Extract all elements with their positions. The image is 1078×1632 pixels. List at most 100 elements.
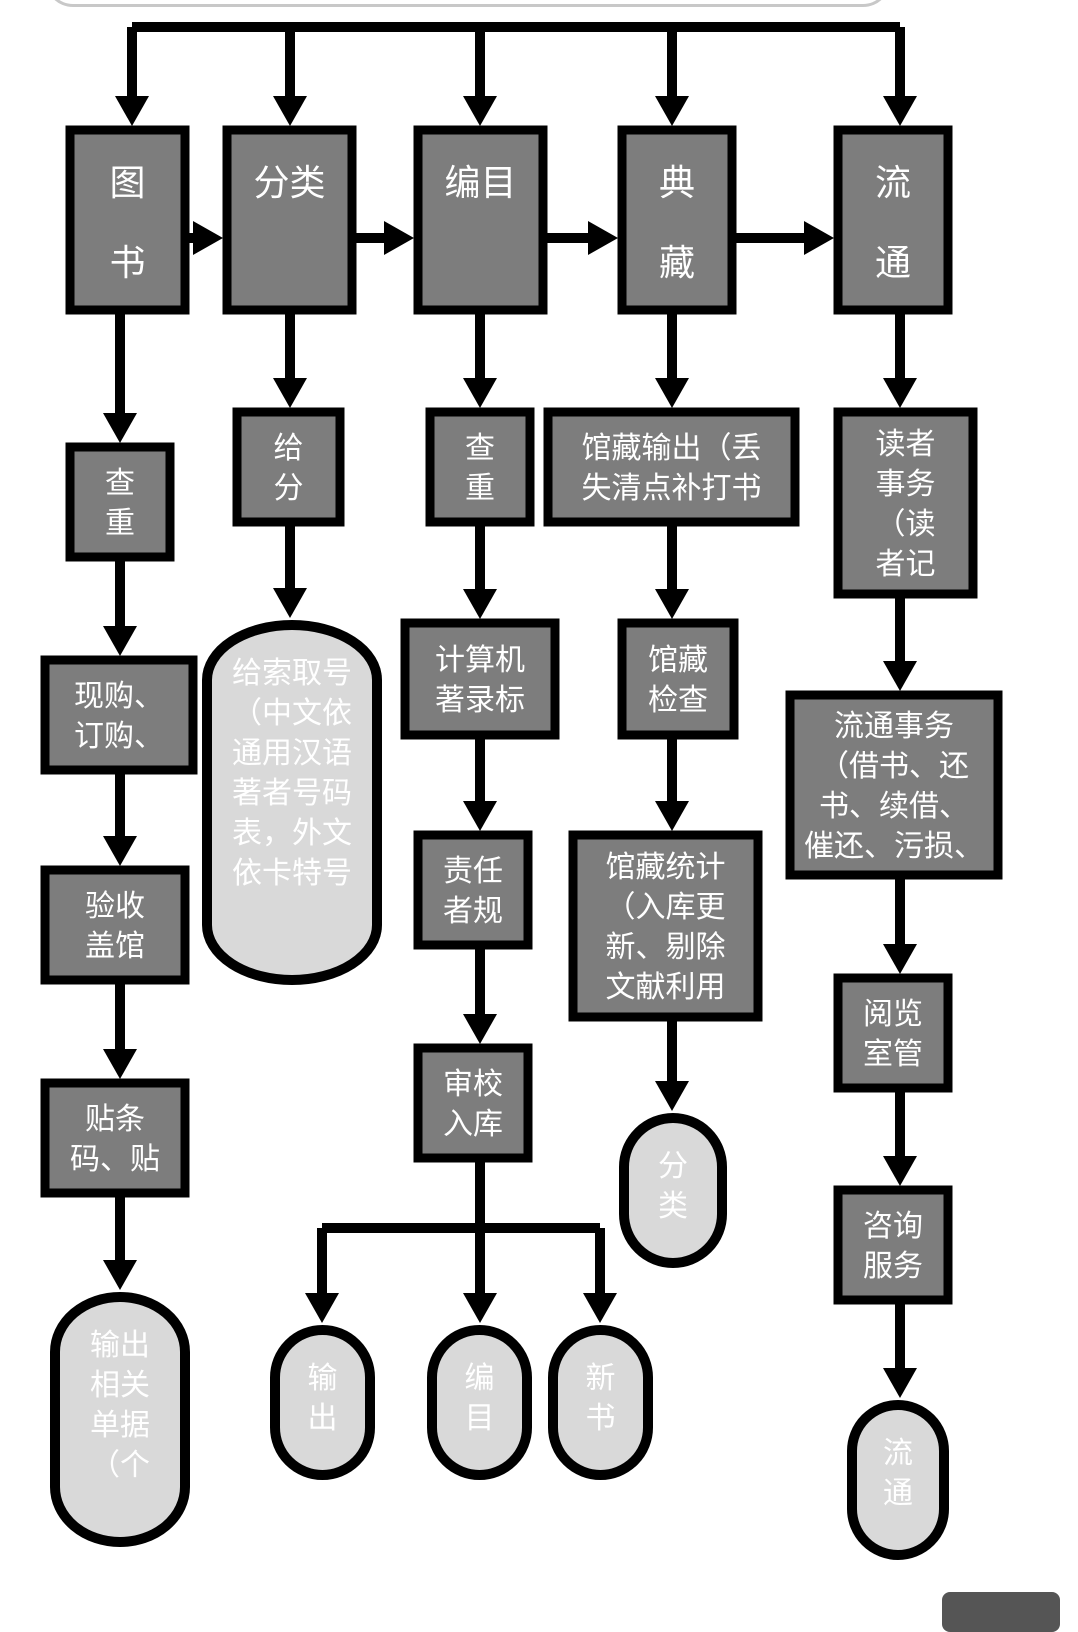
node-pill	[619, 1113, 727, 1268]
arrow-head	[463, 589, 497, 619]
node-label-line: 者规	[443, 894, 503, 929]
node-label-line: 书、续借、	[819, 789, 969, 824]
node-label-line: 编目	[444, 163, 516, 204]
node-box	[413, 1043, 533, 1163]
flow-node-t5: 流通	[833, 125, 953, 315]
node-label-line: 类	[658, 1189, 688, 1224]
node-label-line: 贴条	[85, 1102, 145, 1137]
flow-node-c1d: 贴条码、贴	[40, 1078, 190, 1198]
node-pill	[548, 1325, 653, 1480]
node-label-line: 编	[465, 1361, 495, 1396]
flow-node-t1: 图书	[65, 125, 190, 315]
node-box	[40, 655, 198, 775]
node-label-line: 新、剔除	[606, 930, 726, 965]
node-label-line: 目	[465, 1401, 495, 1436]
node-label-line: 流	[883, 1436, 913, 1471]
arrow-head	[883, 378, 917, 408]
flow-node-c3e: 输出	[270, 1325, 375, 1480]
node-label-line: 表，外文	[232, 816, 352, 851]
arrow-head	[193, 221, 223, 255]
arrow-head	[463, 1293, 497, 1323]
arrow-head	[583, 1293, 617, 1323]
flow-node-t4: 典藏	[617, 125, 737, 315]
arrow-head	[883, 96, 917, 126]
node-label-line: 书	[586, 1401, 616, 1436]
node-pill	[270, 1325, 375, 1480]
node-label-line: 文献利用	[606, 970, 726, 1005]
node-label-line: 者记	[876, 547, 936, 582]
node-label-line: 检查	[648, 683, 708, 718]
node-box	[40, 865, 190, 985]
node-box	[222, 125, 357, 315]
flow-node-t3: 编目	[413, 125, 548, 315]
node-label-line: 书	[109, 243, 145, 284]
arrow-head	[804, 221, 834, 255]
node-label-line: （中文依	[232, 696, 352, 731]
node-box	[413, 125, 548, 315]
flow-node-c5b: 流通事务（借书、还书、续借、催还、污损、	[785, 690, 1003, 880]
node-box	[400, 618, 560, 740]
node-label-line: 输出	[90, 1328, 150, 1363]
node-box	[40, 1078, 190, 1198]
flow-node-c4d: 分类	[619, 1113, 727, 1268]
arrow-head	[463, 1014, 497, 1044]
arrow-head	[883, 1156, 917, 1186]
node-box	[65, 442, 175, 562]
arrow-head	[305, 1293, 339, 1323]
node-label-line: 输	[308, 1361, 338, 1396]
node-label-line: 通	[883, 1476, 913, 1511]
flow-node-c3g: 新书	[548, 1325, 653, 1480]
node-box	[413, 830, 533, 950]
arrow-head	[463, 378, 497, 408]
arrow-head	[103, 626, 137, 656]
node-label-line: 重	[105, 506, 135, 541]
node-box	[617, 618, 739, 740]
flow-node-c3f: 编目	[427, 1325, 532, 1480]
node-label-line: 咨询	[863, 1209, 923, 1244]
node-label-line: 出	[308, 1401, 338, 1436]
flow-node-c1b: 现购、订购、	[40, 655, 198, 775]
node-label-line: 失清点补打书	[582, 471, 762, 506]
node-label-line: 重	[465, 471, 495, 506]
node-label-line: 室管	[863, 1037, 923, 1072]
node-box	[543, 407, 800, 527]
node-label-line: 单据	[90, 1408, 150, 1443]
node-label-line: （读	[876, 507, 936, 542]
node-box	[65, 125, 190, 315]
node-label-line: 计算机	[435, 643, 525, 678]
node-label-line: 查	[465, 431, 495, 466]
node-label-line: 典	[659, 163, 695, 204]
node-label-line: 新	[586, 1361, 616, 1396]
node-box	[232, 407, 345, 527]
arrow-head	[103, 413, 137, 443]
flow-node-c1a: 查重	[65, 442, 175, 562]
arrow-head	[103, 836, 137, 866]
node-box	[833, 125, 953, 315]
node-label-line: （个	[90, 1448, 150, 1483]
node-label-line: 入库	[443, 1107, 503, 1142]
bottom-handle	[942, 1592, 1060, 1632]
node-label-line: 馆藏输出（丢	[582, 431, 762, 466]
node-label-line: 验收	[85, 889, 145, 924]
flow-node-c3a: 查重	[425, 407, 535, 527]
node-label-line: （借书、还	[819, 749, 969, 784]
node-label-line: 馆藏	[648, 643, 708, 678]
arrow-head	[463, 96, 497, 126]
node-label-line: 分	[274, 471, 304, 506]
node-label-line: 著录标	[435, 683, 525, 718]
node-label-line: 流通事务	[834, 709, 954, 744]
node-label-line: （入库更	[606, 890, 726, 925]
flow-node-c5e: 流通	[847, 1400, 949, 1560]
arrow-head	[883, 1368, 917, 1398]
node-label-line: 著者号码	[232, 776, 352, 811]
